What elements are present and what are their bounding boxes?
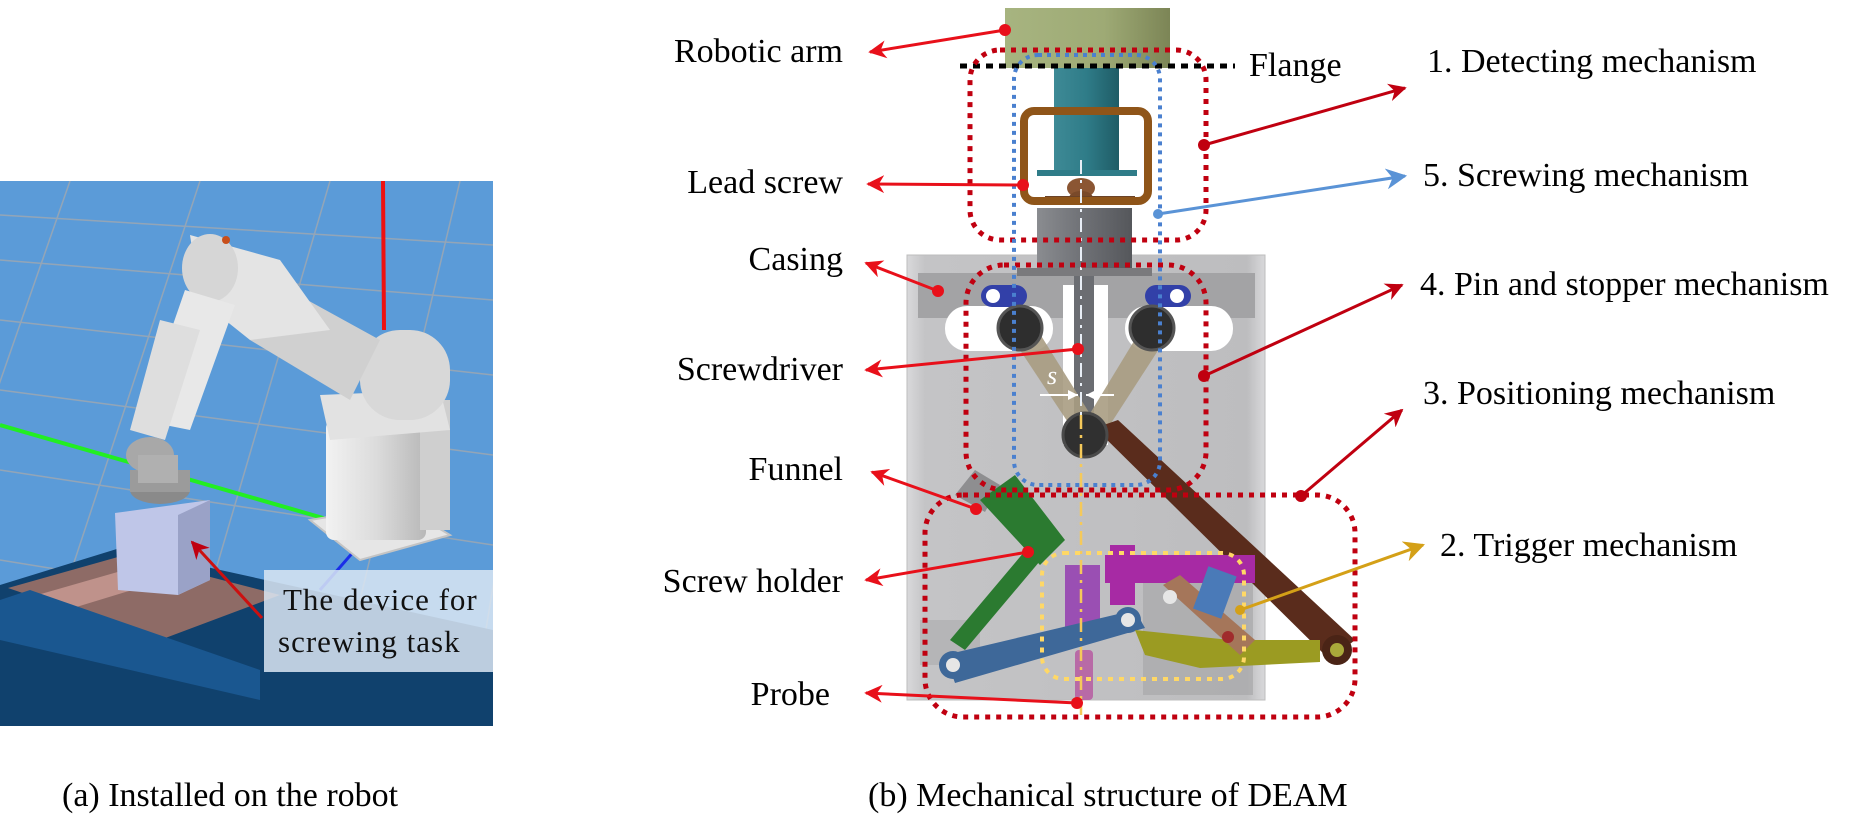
panel-a-simulation: The device for screwing task xyxy=(0,181,493,726)
screwing-arrow xyxy=(1157,168,1408,216)
probe-arrow xyxy=(864,684,1078,705)
robotic-arm-arrow xyxy=(868,28,1006,59)
screwing-mechanism-box xyxy=(1012,53,1162,487)
device-pointer-arrow xyxy=(190,540,264,620)
gap-symbol: s xyxy=(1047,361,1057,390)
detecting-arrow xyxy=(1203,83,1407,147)
lead-screw-arrow xyxy=(866,175,1024,194)
screwdriver-shaft xyxy=(1074,276,1094,426)
casing-arrow xyxy=(864,260,939,293)
component-pointers xyxy=(864,24,1084,709)
left-pin xyxy=(996,304,1044,352)
device-label-box xyxy=(264,570,493,672)
device-label-line1: The device for xyxy=(283,582,478,617)
center-pin xyxy=(1061,411,1109,459)
trigger-link-olive xyxy=(1135,630,1320,668)
label-robotic-arm: Robotic arm xyxy=(674,33,843,70)
label-screw-holder: Screw holder xyxy=(663,563,844,600)
gap-dimension: s xyxy=(1040,361,1114,400)
label-detecting-mechanism: 1. Detecting mechanism xyxy=(1427,43,1757,80)
positioning-mechanism-box xyxy=(922,492,1358,720)
trigger-mechanism-box xyxy=(1040,551,1246,681)
label-funnel: Funnel xyxy=(749,451,843,488)
screwdriver-arrow xyxy=(864,347,1079,378)
label-casing: Casing xyxy=(749,241,843,278)
z-axis-line xyxy=(381,181,386,331)
pin-stopper-arrow xyxy=(1203,283,1404,378)
trigger-block xyxy=(1065,565,1100,630)
label-probe: Probe xyxy=(751,676,830,713)
screw-holder-part xyxy=(980,475,1065,565)
positioning-arrow xyxy=(1300,408,1404,498)
detecting-frame xyxy=(1020,107,1152,205)
funnel-arrow xyxy=(870,468,977,511)
label-positioning-mechanism: 3. Positioning mechanism xyxy=(1423,375,1775,412)
right-pin xyxy=(1128,304,1176,352)
caption-panel-b: (b) Mechanical structure of DEAM xyxy=(868,777,1348,814)
label-trigger-mechanism: 2. Trigger mechanism xyxy=(1440,527,1737,564)
probe-part xyxy=(1075,650,1093,700)
label-flange: Flange xyxy=(1249,47,1342,84)
label-pin-stopper-mechanism: 4. Pin and stopper mechanism xyxy=(1420,266,1829,303)
screw-holder-arrow xyxy=(864,550,1029,587)
screwdriver-motor xyxy=(1037,208,1132,268)
stopper-brackets xyxy=(981,285,1191,307)
label-lead-screw: Lead screw xyxy=(687,164,843,201)
caption-panel-a: (a) Installed on the robot xyxy=(62,777,399,814)
label-screwing-mechanism: 5. Screwing mechanism xyxy=(1423,157,1749,194)
motor xyxy=(1054,68,1119,174)
label-screwdriver: Screwdriver xyxy=(677,351,844,388)
positioning-link xyxy=(1095,420,1355,660)
industrial-robot xyxy=(126,234,453,562)
robotic-arm-part xyxy=(1005,8,1170,68)
trigger-link-blue xyxy=(945,610,1145,683)
device-label-line2: screwing task xyxy=(278,624,461,659)
panel-b-mechanism: s xyxy=(663,8,1829,720)
mechanism-pointers xyxy=(1153,83,1425,615)
trigger-arrow xyxy=(1239,541,1425,612)
